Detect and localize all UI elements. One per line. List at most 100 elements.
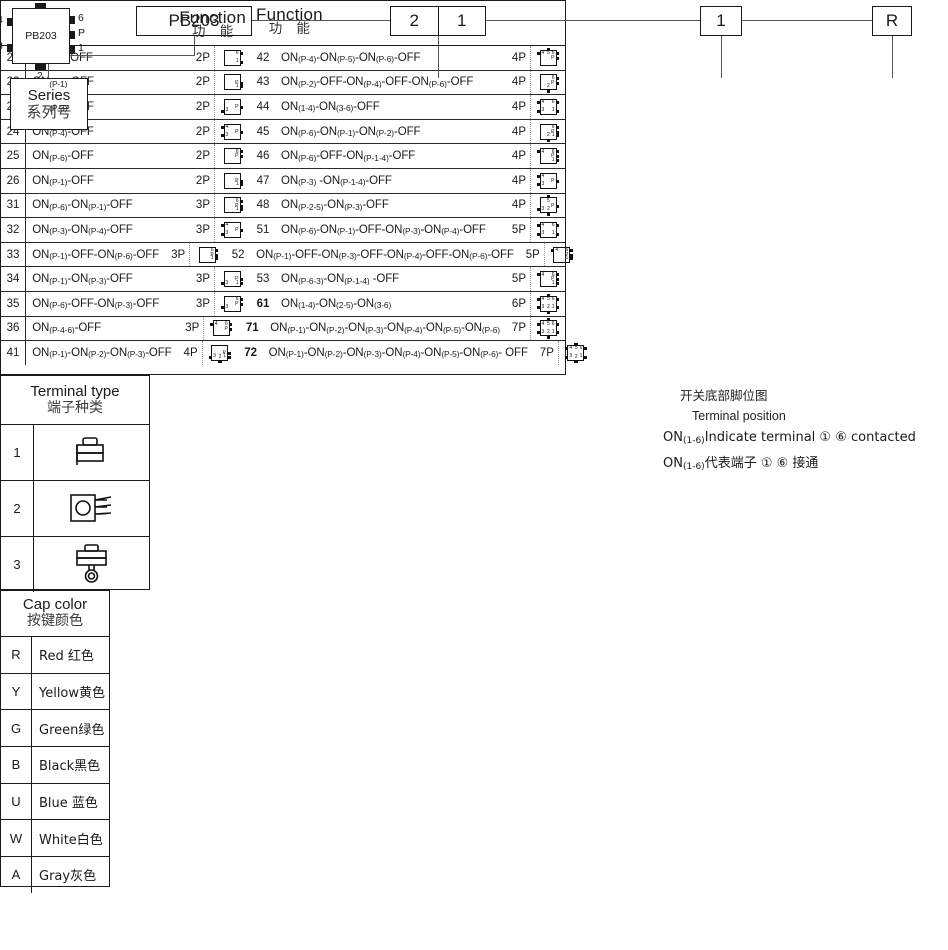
row-divider [25,168,27,193]
code-function-a[interactable]: 2 [391,7,439,35]
function-row-description: ON(P-4)-ON(P-5)-ON(P-6)-OFF [281,51,421,64]
function-row-description: ON(P-1)-OFF-ON(P-3)-OFF-ON(P-4)-OFF-ON(P… [256,248,514,261]
series-label-cn: 系列号 [26,103,72,121]
terminal-type-row: 3 [1,537,149,592]
function-row-poles: 2P [195,51,210,64]
function-row-poles: 4P [511,76,526,89]
row-divider [25,242,27,267]
function-row-number: 47 [256,174,270,187]
function-row-poles: 4P [511,199,526,212]
cap-color-key: U [1,783,32,820]
function-row-poles: 4P [183,346,198,359]
function-row-number: 25 [6,150,20,163]
cap-color-name: Yellow黄色 [39,686,106,702]
function-row-number: 53 [256,273,270,286]
legend-note-en-text: ON(1-6)Indicate terminal ① ⑥ contacted [663,430,916,446]
function-row-description: ON(P-4)-OFF [32,125,94,138]
function-row-description: ON(P-6)-ON(P-1)-OFF [32,199,133,212]
code-box-function[interactable]: 2 1 [390,6,486,36]
function-row-right: 71 ON(P-1)-ON(P-2)-ON(P-3)-ON(P-4)-ON(P-5… [238,316,565,341]
function-row-poles: 3P [195,199,210,212]
connector-21-to-1 [486,20,700,22]
function-header-cn-2: 功 能 [268,20,316,37]
function-row-number: 33 [6,248,20,261]
cap-color-key: Y [1,673,32,710]
function-header-en-2: Function [256,4,323,24]
terminal-type-title-en: Terminal type [30,382,120,400]
function-row-description: ON(P-1)-OFF-ON(P-6)-OFF [32,248,160,261]
code-box-terminal[interactable]: 1 [700,6,742,36]
connector-cap-down [892,36,894,78]
function-row-poles: 2P [195,150,210,163]
pin-pad-right-top [68,16,75,24]
function-row-description: ON(P-6-3)-ON(P-1-4) -OFF [281,273,400,286]
function-row-description: ON(1-4)-ON(3-6)-OFF [281,100,380,113]
pin-label-right-mid: P [78,27,86,39]
cap-color-key: W [1,820,32,857]
function-row-description: ON(P-1)-ON(P-2)-ON(P-3)-ON(P-4)-ON(P-5)-… [270,322,500,335]
legend-note-cn-text: ON(1-6)代表端子 ① ⑥ 接通 [663,456,819,472]
code-box-cap-color[interactable]: R [872,6,912,36]
function-row-description: ON(P-6)-OFF-ON(P-1-4)-OFF [281,150,416,163]
pin-label-right-top: 6 [78,12,84,24]
pin-layout-diagram: PB203 5 2 4 3 6 P 1 [0,0,85,950]
row-divider [25,119,27,144]
function-row-number: 32 [6,223,20,236]
function-row-number: 44 [256,100,270,113]
terminal-type-key: 3 [1,537,34,592]
function-row-poles: 7P [511,322,526,335]
terminal-type-row: 1 [1,425,149,481]
function-row-description: ON(P-6)-OFF [32,150,94,163]
pin-pad-right-mid [68,31,75,39]
function-row-number: 35 [6,297,20,310]
function-row-number: 31 [6,199,20,212]
function-row-number: 42 [256,51,270,64]
row-divider [25,316,27,341]
function-row-poles: 5P [511,223,526,236]
code-function-b[interactable]: 1 [457,11,467,30]
function-row-number: 71 [245,322,259,335]
pin-label-left-bottom: 3 [0,40,3,52]
function-row-number: 52 [231,248,245,261]
function-row-number: 26 [6,174,20,187]
code-series-text: PB203 [168,11,220,30]
function-row-poles: 4P [511,125,526,138]
code-box-series[interactable]: PB203 [136,6,252,36]
function-row-description: ON(P-2-5)-ON(P-3)-OFF [281,199,389,212]
pin-pad-right-bottom [68,46,75,54]
function-row-description: ON(P-1)-ON(P-3)-OFF [32,273,133,286]
solder-lug-terminal-icon [34,425,149,480]
function-row-description: ON(P-6)-ON(P-1)-ON(P-2)-OFF [281,125,421,138]
function-row-right: 52 ON(P-1)-OFF-ON(P-3)-OFF-ON(P-4)-OFF-ON… [224,242,579,267]
cap-color-name: Green绿色 [39,722,105,738]
